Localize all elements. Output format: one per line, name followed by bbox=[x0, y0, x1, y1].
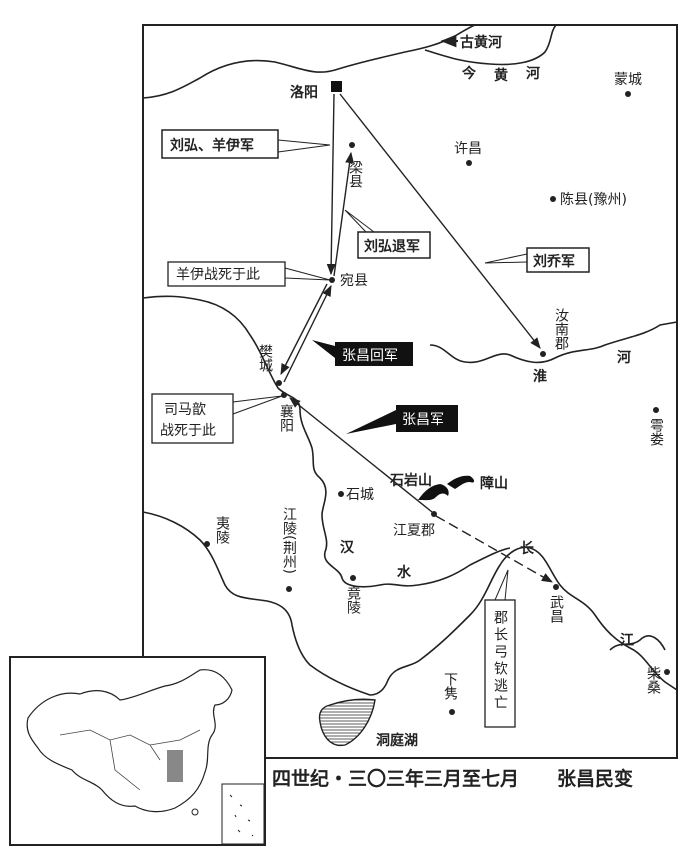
city-dot bbox=[204, 541, 210, 547]
chenxian-label: 陈县(豫州) bbox=[560, 191, 627, 208]
inset-highlight bbox=[167, 750, 183, 782]
callout-simaxin-died: 司马歆 战死于此 bbox=[151, 393, 283, 444]
svg-text:刘乔军: 刘乔军 bbox=[533, 253, 575, 270]
xiajun-label: 下隽 bbox=[442, 672, 458, 700]
mountain-icon bbox=[418, 484, 449, 501]
city-dot bbox=[625, 91, 631, 97]
jiang-label: 江 bbox=[620, 632, 634, 649]
new-yellow-river-label-1: 今 bbox=[461, 65, 476, 82]
chaisang-label: 柴桑 bbox=[645, 666, 661, 694]
city-dot bbox=[350, 575, 356, 581]
svg-text:郡长弓钦逃亡: 郡长弓钦逃亡 bbox=[492, 610, 508, 712]
city-dot bbox=[449, 709, 455, 715]
dongting-lake bbox=[318, 698, 376, 747]
route-wanxian-liangxian bbox=[333, 151, 355, 277]
huai-label: 淮 bbox=[533, 368, 547, 385]
city-dot bbox=[329, 277, 335, 283]
city-dot bbox=[553, 584, 559, 590]
fancheng-label: 樊城 bbox=[257, 344, 273, 373]
shiyan-mountain-label: 石岩山 bbox=[389, 472, 432, 489]
xuchang-label: 许昌 bbox=[454, 141, 482, 157]
city-dot bbox=[286, 586, 292, 592]
city-dot bbox=[349, 142, 355, 148]
dongting-label: 洞庭湖 bbox=[376, 732, 418, 749]
callout-zhangchang-return: 张昌回军 bbox=[312, 340, 413, 366]
route-wanxian-fancheng bbox=[280, 283, 328, 375]
svg-text:羊伊战死于此: 羊伊战死于此 bbox=[176, 267, 260, 283]
jingling-label: 竟陵 bbox=[345, 586, 361, 614]
new-yellow-river-label-2: 黄 bbox=[494, 67, 508, 84]
chang-label: 长 bbox=[520, 540, 535, 557]
map-frame bbox=[142, 24, 678, 759]
wuchang-label: 武昌 bbox=[548, 595, 564, 623]
yangtze-branch bbox=[609, 635, 666, 651]
city-dot bbox=[338, 491, 344, 497]
he-label: 河 bbox=[617, 349, 631, 366]
jiangling-label: 江陵(荆州) bbox=[281, 507, 297, 574]
city-dot bbox=[431, 511, 437, 517]
han-label: 汉 bbox=[340, 540, 355, 556]
callout-liuhong-retreat: 刘弘退军 bbox=[344, 209, 431, 259]
city-dot bbox=[540, 351, 546, 357]
wanxian-label: 宛县 bbox=[340, 273, 368, 289]
mountain-icon bbox=[447, 475, 475, 489]
callout-gongqin-fled: 郡长弓钦逃亡 bbox=[484, 569, 516, 728]
callout-liuqiao: 刘乔军 bbox=[484, 247, 590, 273]
shicheng-label: 石城 bbox=[346, 487, 374, 503]
city-dot bbox=[550, 196, 556, 202]
svg-text:战死于此: 战死于此 bbox=[160, 423, 216, 439]
city-dot bbox=[281, 392, 287, 398]
map-title: 四世纪・三〇三年三月至七月 张昌民变 bbox=[272, 768, 634, 790]
capital-marker bbox=[331, 81, 342, 92]
huai-river bbox=[429, 321, 678, 364]
liangxian-label: 梁县 bbox=[347, 160, 363, 188]
route-jiangxia-wuchang bbox=[435, 515, 553, 583]
old-yellow-river-label: 古黄河 bbox=[460, 34, 502, 51]
svg-text:司马歆: 司马歆 bbox=[164, 402, 206, 418]
svg-text:张昌回军: 张昌回军 bbox=[342, 348, 398, 364]
city-dot bbox=[276, 380, 282, 386]
city-dot bbox=[653, 407, 659, 413]
han-river bbox=[142, 295, 511, 588]
route-jiangxia-xiangyang bbox=[289, 397, 433, 513]
yulou-label: 雩娄 bbox=[648, 418, 664, 446]
route-luoyang-wanxian bbox=[326, 93, 336, 276]
city-dot bbox=[664, 669, 670, 675]
svg-text:刘弘退军: 刘弘退军 bbox=[364, 238, 420, 255]
inset-china-map bbox=[9, 656, 266, 846]
svg-text:刘弘、羊伊军: 刘弘、羊伊军 bbox=[170, 137, 254, 154]
callout-zhangchang-army: 张昌军 bbox=[346, 405, 458, 434]
callout-liuhong-yangyi: 刘弘、羊伊军 bbox=[161, 129, 331, 159]
runan-label: 汝南郡 bbox=[553, 308, 569, 350]
route-fancheng-wanxian bbox=[283, 284, 332, 383]
xiangyang-label: 襄阳 bbox=[278, 404, 294, 432]
new-yellow-river bbox=[424, 24, 557, 66]
callout-yangyi-died: 羊伊战死于此 bbox=[167, 261, 331, 287]
new-yellow-river-label-3: 河 bbox=[526, 65, 540, 82]
yangtze-river bbox=[142, 511, 678, 696]
shui-label: 水 bbox=[397, 564, 412, 581]
yiling-label: 夷陵 bbox=[214, 516, 230, 544]
jiangxia-label: 江夏郡 bbox=[393, 523, 435, 539]
svg-text:张昌军: 张昌军 bbox=[402, 412, 444, 428]
city-dot bbox=[466, 160, 472, 166]
zhang-mountain-label: 障山 bbox=[480, 475, 508, 492]
luoyang-label: 洛阳 bbox=[290, 84, 318, 101]
mengcheng-label: 蒙城 bbox=[614, 72, 642, 88]
route-luoyang-runan bbox=[339, 93, 541, 349]
